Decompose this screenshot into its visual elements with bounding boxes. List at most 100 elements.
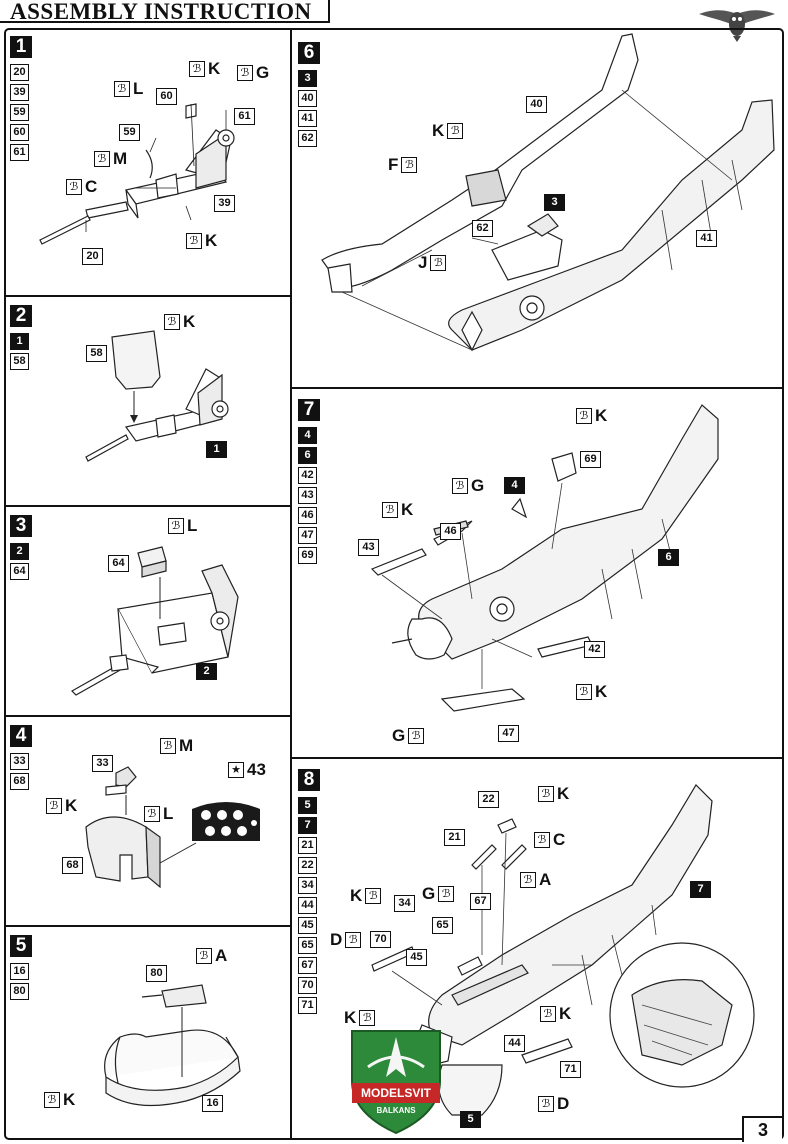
part-label: 65: [432, 917, 453, 934]
step-ref-label: 4: [504, 477, 525, 494]
brush-icon: ℬ: [534, 831, 550, 848]
brush-icon: ℬ: [576, 407, 592, 424]
divider: [292, 757, 782, 759]
radiator-drawing: [104, 984, 241, 1107]
part-label: 47: [498, 725, 519, 742]
brush-icon: ℬ: [144, 805, 160, 822]
step-ref-label: 2: [196, 663, 217, 680]
fuselage-assembly-drawing: [370, 404, 719, 712]
part-ref: 64: [10, 563, 29, 580]
part-ref: 68: [10, 773, 29, 790]
brush-icon: ℬ: [401, 156, 418, 173]
step-number: 1: [10, 36, 32, 58]
step-ref-label: 1: [206, 441, 227, 458]
part-ref: 80: [10, 983, 29, 1000]
part-ref: 60: [10, 124, 29, 141]
brush-icon: ℬ: [160, 737, 176, 754]
part-label: 20: [82, 248, 103, 265]
part-ref: 71: [298, 997, 317, 1014]
brush-icon: ℬ: [44, 1091, 60, 1108]
divider: [6, 715, 290, 717]
part-ref: 22: [298, 857, 317, 874]
divider: [6, 295, 290, 297]
part-label: 41: [696, 230, 717, 247]
step-1-panel: 1 20 39 59 60 61 60 61 59 39: [6, 30, 290, 295]
divider: [6, 505, 290, 507]
part-ref: 20: [10, 64, 29, 81]
part-label: 64: [108, 555, 129, 572]
part-label: 45: [406, 949, 427, 966]
part-label: 68: [62, 857, 83, 874]
brush-icon: ℬ: [345, 931, 362, 948]
owl-logo-icon: [699, 10, 775, 42]
brush-icon: ℬ: [430, 254, 447, 271]
modelsvit-shield-logo: MODELSVIT BALKANS: [351, 1030, 441, 1135]
seat-armor-drawing: [71, 546, 239, 696]
step-number: 7: [298, 399, 320, 421]
step-number: 5: [10, 935, 32, 957]
part-ref: 21: [298, 837, 317, 854]
part-label: 40: [526, 96, 547, 113]
gun-deck-drawing: [371, 784, 755, 1116]
page-number: 3: [742, 1116, 782, 1142]
divider: [292, 387, 782, 389]
part-ref: 41: [298, 110, 317, 127]
step-ref-label: 5: [460, 1111, 481, 1128]
brush-icon: ℬ: [452, 477, 468, 494]
brush-icon: ℬ: [237, 64, 253, 81]
step-ref-label: 3: [544, 194, 565, 211]
brush-icon: ℬ: [540, 1005, 556, 1022]
part-label: 22: [478, 791, 499, 808]
part-label: 34: [394, 895, 415, 912]
step-ref: 4: [298, 427, 317, 444]
parts-list: 20 39 59 60 61: [10, 64, 29, 161]
brush-icon: ℬ: [576, 683, 592, 700]
cockpit-floor-drawing: [39, 103, 235, 245]
column-divider: [290, 30, 292, 1138]
part-label: 43: [358, 539, 379, 556]
step-number: 3: [10, 515, 32, 537]
part-ref: 69: [298, 547, 317, 564]
step-ref-label: 7: [690, 881, 711, 898]
part-ref: 34: [298, 877, 317, 894]
part-ref: 40: [298, 90, 317, 107]
part-ref: 58: [10, 353, 29, 370]
step-ref-label: 6: [658, 549, 679, 566]
brush-icon: ℬ: [66, 178, 82, 195]
step-number: 4: [10, 725, 32, 747]
part-label: 44: [504, 1035, 525, 1052]
step-7-panel: 7 4 6 42 43 46 47 69: [292, 389, 782, 757]
part-ref: 45: [298, 917, 317, 934]
page-title: ASSEMBLY INSTRUCTION: [0, 0, 330, 23]
brush-icon: ℬ: [438, 885, 455, 902]
brush-icon: ℬ: [168, 517, 184, 534]
fuselage-halves-drawing: [321, 33, 775, 352]
page-frame: [4, 28, 784, 1140]
part-label: 71: [560, 1061, 581, 1078]
part-ref: 61: [10, 144, 29, 161]
part-label: 61: [234, 108, 255, 125]
step-number: 2: [10, 305, 32, 327]
